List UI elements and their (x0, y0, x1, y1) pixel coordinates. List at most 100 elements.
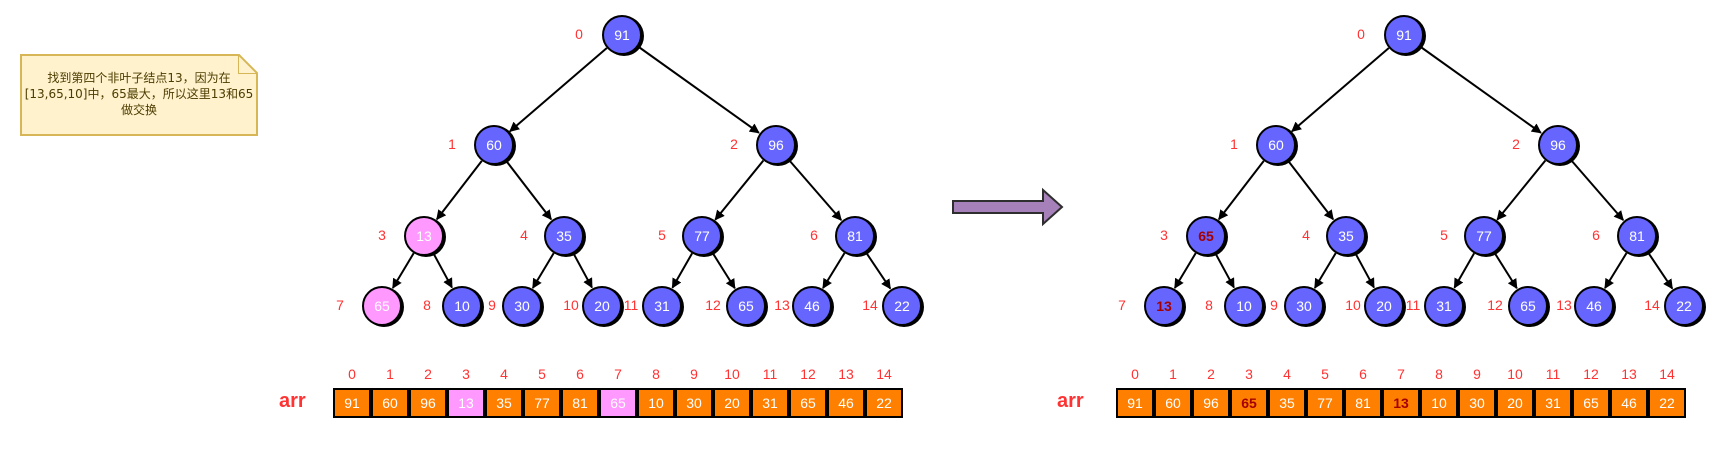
after-node-1: 60 (1256, 125, 1296, 165)
after-node-7: 13 (1144, 286, 1184, 326)
after-array-index-13: 13 (1621, 366, 1637, 382)
before-array-index-8: 8 (652, 366, 660, 382)
before-edge-1-3 (436, 160, 483, 221)
before-node-2: 96 (756, 125, 796, 165)
before-array-index-11: 11 (762, 366, 778, 382)
before-array-index-4: 4 (500, 366, 508, 382)
after-array-index-0: 0 (1131, 366, 1139, 382)
before-node-index-13: 13 (774, 297, 790, 313)
before-array-index-9: 9 (690, 366, 698, 382)
before-edge-0-1 (509, 47, 608, 133)
before-array-index-1: 1 (386, 366, 394, 382)
after-node-9: 30 (1284, 286, 1324, 326)
after-array-index-8: 8 (1435, 366, 1443, 382)
after-array-cell-12: 65 (1572, 388, 1610, 418)
before-array-cell-11: 31 (751, 388, 789, 418)
before-node-4: 35 (544, 216, 584, 256)
after-array-cell-10: 20 (1496, 388, 1534, 418)
after-node-index-1: 1 (1230, 136, 1238, 152)
before-node-index-2: 2 (730, 136, 738, 152)
after-array-index-11: 11 (1545, 366, 1561, 382)
before-node-index-14: 14 (862, 297, 878, 313)
right-arrow-icon (952, 187, 1064, 227)
after-array-cell-4: 35 (1268, 388, 1306, 418)
before-node-7: 65 (362, 286, 402, 326)
after-array-index-10: 10 (1507, 366, 1523, 382)
before-node-index-7: 7 (336, 297, 344, 313)
after-array-cell-14: 22 (1648, 388, 1686, 418)
after-node-11: 31 (1424, 286, 1464, 326)
after-array-cell-2: 96 (1192, 388, 1230, 418)
before-array-index-5: 5 (538, 366, 546, 382)
note-text: 找到第四个非叶子结点13，因为在[13,65,10]中，65最大，所以这里13和… (24, 71, 254, 117)
before-node-10: 20 (582, 286, 622, 326)
before-node-index-5: 5 (658, 227, 666, 243)
before-node-5: 77 (682, 216, 722, 256)
before-array-index-12: 12 (800, 366, 816, 382)
after-edge-2-6 (1570, 159, 1624, 221)
after-edge-0-1 (1291, 47, 1390, 133)
after-array-index-2: 2 (1207, 366, 1215, 382)
after-node-4: 35 (1326, 216, 1366, 256)
before-array-index-10: 10 (724, 366, 740, 382)
after-edge-1-4 (1287, 160, 1334, 221)
after-edge-4-10 (1354, 253, 1375, 289)
after-edge-6-13 (1604, 252, 1628, 289)
before-array-cell-5: 77 (523, 388, 561, 418)
before-edge-6-13 (822, 252, 846, 289)
before-array-index-14: 14 (876, 366, 892, 382)
after-node-index-11: 11 (1405, 297, 1421, 313)
before-array-index-13: 13 (838, 366, 854, 382)
before-array-cell-13: 46 (827, 388, 865, 418)
after-edge-6-14 (1647, 252, 1674, 290)
after-node-index-14: 14 (1644, 297, 1660, 313)
after-edge-3-7 (1173, 252, 1197, 289)
after-array-cell-8: 10 (1420, 388, 1458, 418)
after-array-index-14: 14 (1659, 366, 1675, 382)
after-array-cell-0: 91 (1116, 388, 1154, 418)
before-array-cell-0: 91 (333, 388, 371, 418)
after-array-cell-3: 65 (1230, 388, 1268, 418)
array-label-after: arr (1057, 390, 1084, 412)
after-node-index-2: 2 (1512, 136, 1520, 152)
before-node-11: 31 (642, 286, 682, 326)
before-node-index-9: 9 (488, 297, 496, 313)
before-edge-5-11 (671, 252, 693, 289)
after-node-2: 96 (1538, 125, 1578, 165)
before-edge-2-5 (714, 159, 765, 221)
before-node-8: 10 (442, 286, 482, 326)
before-node-index-0: 0 (575, 26, 583, 42)
after-array-index-6: 6 (1359, 366, 1367, 382)
after-edge-0-2 (1419, 45, 1542, 134)
before-edge-5-12 (711, 252, 736, 290)
before-array-cell-3: 13 (447, 388, 485, 418)
before-node-index-11: 11 (623, 297, 639, 313)
after-edge-2-5 (1496, 159, 1547, 221)
note-fold-icon (238, 54, 258, 74)
after-array-cell-11: 31 (1534, 388, 1572, 418)
after-edge-5-12 (1493, 252, 1518, 290)
before-edge-4-9 (531, 252, 555, 289)
array-label-before: arr (279, 390, 306, 412)
after-node-0: 91 (1384, 15, 1424, 55)
after-node-8: 10 (1224, 286, 1264, 326)
after-node-3: 65 (1186, 216, 1226, 256)
before-node-index-10: 10 (563, 297, 579, 313)
after-node-5: 77 (1464, 216, 1504, 256)
after-node-index-7: 7 (1118, 297, 1126, 313)
before-array-cell-6: 81 (561, 388, 599, 418)
after-node-10: 20 (1364, 286, 1404, 326)
before-node-3: 13 (404, 216, 444, 256)
before-array-index-0: 0 (348, 366, 356, 382)
before-node-index-3: 3 (378, 227, 386, 243)
before-node-12: 65 (726, 286, 766, 326)
before-array-index-3: 3 (462, 366, 470, 382)
after-array-cell-5: 77 (1306, 388, 1344, 418)
before-array-cell-8: 10 (637, 388, 675, 418)
after-edge-1-3 (1218, 160, 1265, 221)
before-array-cell-9: 30 (675, 388, 713, 418)
note-box (20, 54, 258, 136)
after-node-13: 46 (1574, 286, 1614, 326)
before-array-index-6: 6 (576, 366, 584, 382)
after-edge-4-9 (1313, 252, 1337, 289)
